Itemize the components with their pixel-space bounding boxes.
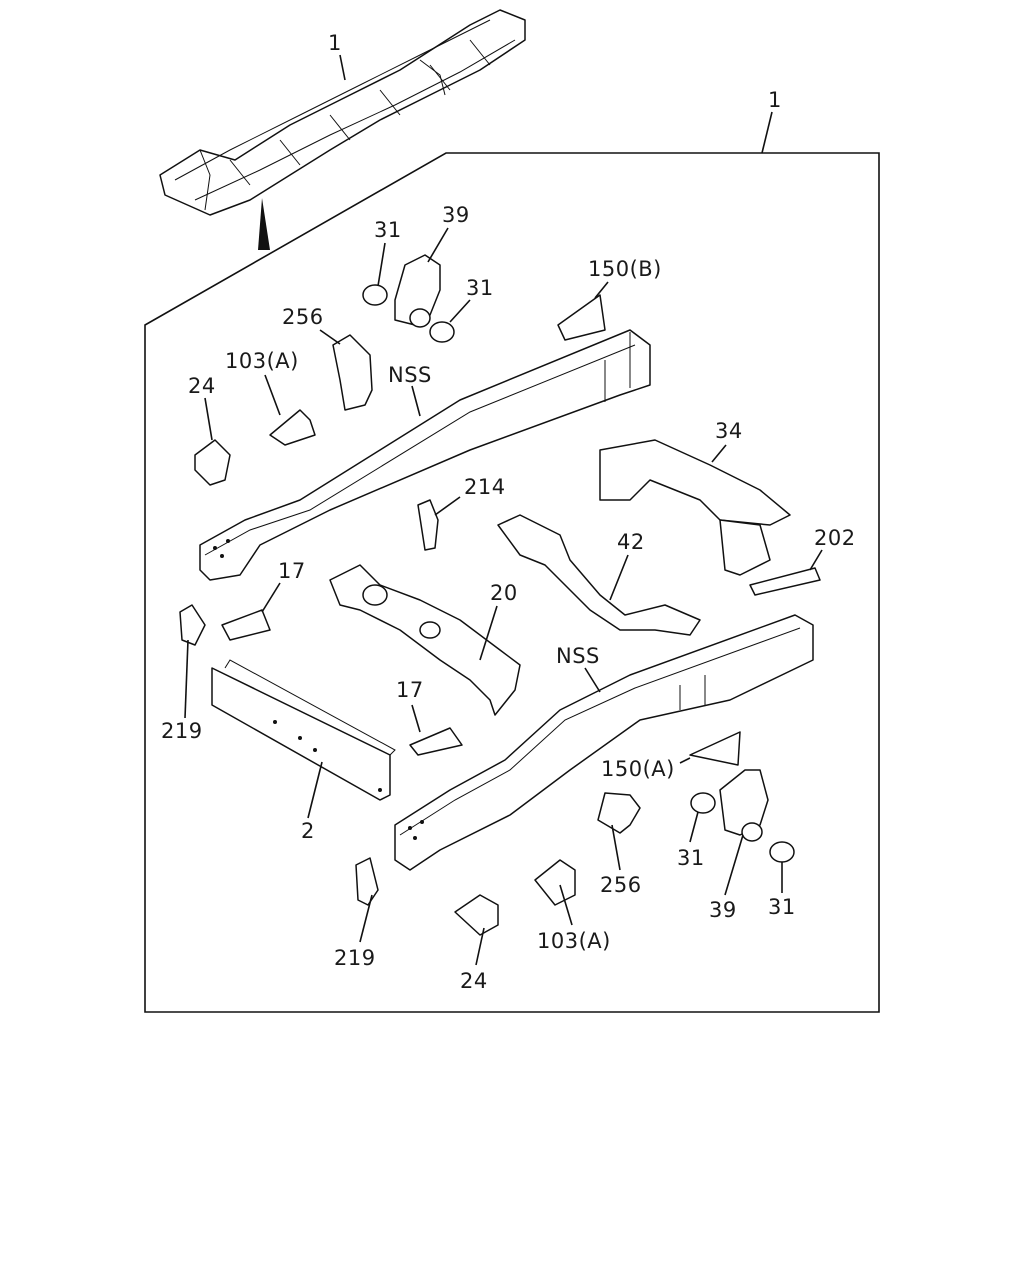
callout-labels: 1 1 31 39 31 150(B) 256 103(A) NSS 24 34… [161,31,856,993]
callout-bush-lower-left: 31 [677,846,705,870]
callout-crossmember-34: 34 [715,419,743,443]
callout-bracket-150a: 150(A) [601,757,675,781]
callout-bush-upper-left: 31 [374,218,402,242]
leader-lines [184,54,823,966]
callout-bracket-103a-upper: 103(A) [225,349,299,373]
callout-plate-202: 202 [814,526,856,550]
callout-hanger-upper: 39 [442,203,470,227]
callout-crossmember-20: 20 [490,581,518,605]
callout-plate-17-upper: 17 [278,559,306,583]
bracket-24-drawing [194,439,499,936]
plate-17-drawing [221,609,463,756]
frame-overview-drawing [159,9,526,250]
bracket-150b-drawing [557,294,606,341]
hanger-39-lower-drawing [719,769,769,842]
detail-boundary [144,152,880,1013]
callout-bracket-24-lower: 24 [460,969,488,993]
callout-bracket-219-upper: 219 [161,719,203,743]
callout-bracket-219-lower: 219 [334,946,376,970]
hanger-39-upper-drawing [394,254,441,328]
bracket-103a-drawing [269,409,576,906]
callout-bush-lower-right: 31 [768,895,796,919]
crossmember-2-drawing [211,659,396,801]
callout-crossmember-2: 2 [301,819,315,843]
crossmember-20-drawing [329,564,521,716]
bracket-256-lower-drawing [597,792,641,834]
bracket-219-drawing [179,604,379,906]
callout-frame-assembly: 1 [768,88,782,112]
callout-bracket-103a-lower: 103(A) [537,929,611,953]
bracket-150a-drawing [689,731,741,766]
callout-crossmember-42: 42 [617,530,645,554]
nss-lower-rail [394,614,814,871]
callout-bracket-24-upper: 24 [188,374,216,398]
nss-upper-rail [199,329,651,581]
callout-nss-upper: NSS [388,363,432,387]
callout-bracket-150b: 150(B) [588,257,662,281]
bracket-214-drawing [417,499,439,551]
callout-bracket-256-lower: 256 [600,873,642,897]
callout-hanger-lower: 39 [709,898,737,922]
crossmember-34-drawing [599,439,791,576]
crossmember-42-drawing [497,514,701,636]
plate-202-drawing [749,567,821,596]
bracket-256-upper-drawing [332,334,373,411]
callout-bush-upper-right: 31 [466,276,494,300]
callout-nss-lower: NSS [556,644,600,668]
callout-bracket-256-upper: 256 [282,305,324,329]
bushings-31-drawing [362,284,795,863]
callout-plate-17-lower: 17 [396,678,424,702]
callout-bracket-214: 214 [464,475,506,499]
callout-frame-overview: 1 [328,31,342,55]
